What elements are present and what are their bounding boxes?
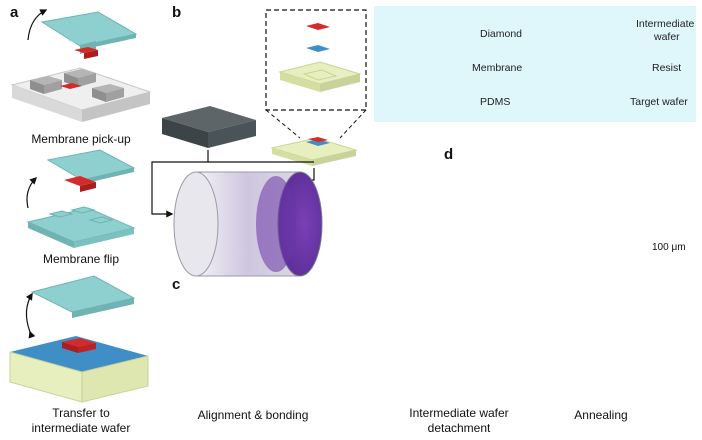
caption-annealing: Annealing — [574, 408, 628, 422]
panel-label-c: c — [172, 276, 181, 293]
panel-label-d: d — [444, 146, 454, 163]
scale-bar-label: 100 μm — [652, 242, 686, 253]
caption-transfer-line2: intermediate wafer — [31, 421, 131, 435]
exploded-view-box — [265, 9, 367, 139]
panel-label-a: a — [10, 4, 19, 21]
legend-label-diamond: Diamond — [480, 28, 523, 40]
legend-label-intermediate-line2: wafer — [654, 31, 680, 43]
legend-label-target: Target wafer — [630, 96, 688, 108]
caption-detachment-line2: detachment — [427, 421, 491, 435]
caption-alignment: Alignment & bonding — [197, 408, 309, 422]
caption-detachment-line1: Intermediate wafer — [409, 406, 509, 420]
caption-pickup: Membrane pick-up — [31, 132, 131, 146]
pickup-illustration — [10, 9, 152, 122]
vacuum-chamber — [173, 171, 323, 277]
caption-flip: Membrane flip — [42, 252, 120, 266]
transfer-illustration — [9, 275, 149, 403]
flip-illustration — [26, 149, 136, 248]
legend-label-pdms: PDMS — [480, 96, 511, 108]
caption-transfer-line1: Transfer to — [52, 406, 110, 420]
legend-label-intermediate-line1: Intermediate — [636, 18, 695, 30]
legend-label-membrane: Membrane — [472, 62, 523, 74]
legend-label-resist: Resist — [652, 62, 682, 74]
panel-label-b: b — [172, 4, 182, 21]
target-wafer-block — [162, 106, 256, 148]
